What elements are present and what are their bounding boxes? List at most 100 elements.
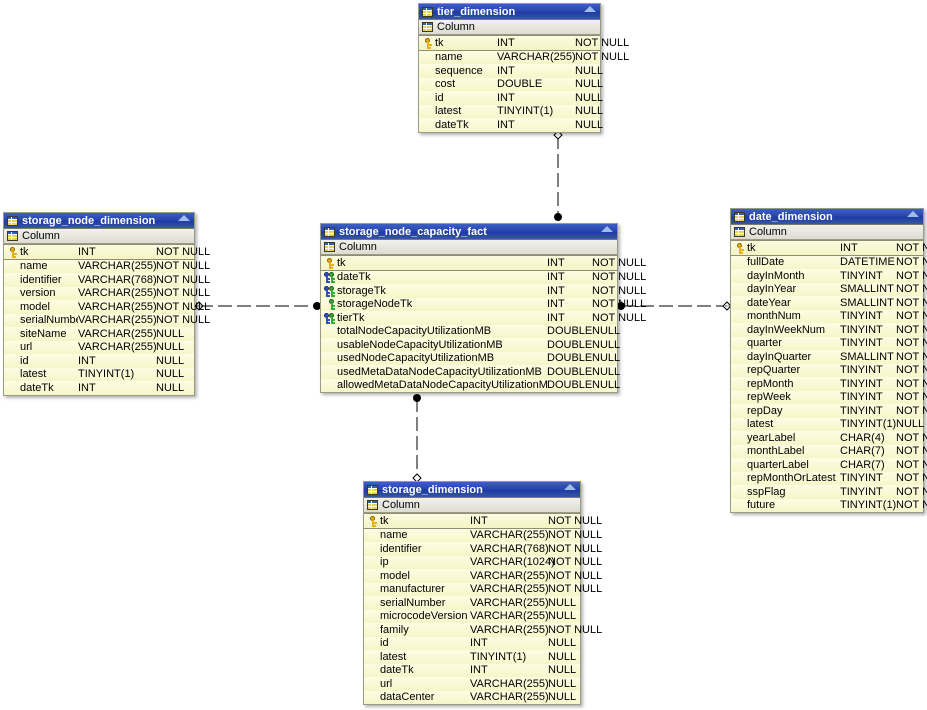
column-name: url [20,341,33,354]
entity-title-bar[interactable]: storage_node_capacity_fact [321,224,617,240]
resize-handle-date-dimension[interactable]: ⇔ [723,300,732,310]
column-nullability: NOT NULL [548,583,603,596]
column-type: INT [547,256,565,269]
column-nullability: NULL [592,325,621,338]
column-no-key-icon [733,459,746,471]
column-nullability: NOT NULL [592,284,647,297]
column-group-header[interactable]: Column [4,229,194,244]
entity-title-bar[interactable]: storage_node_dimension [4,213,194,229]
collapse-icon[interactable] [907,211,919,217]
column-group-header[interactable]: Column [321,240,617,255]
relationship-rel-fact-storage[interactable] [412,394,422,483]
column-no-key-icon [6,382,19,394]
column-type: TINYINT(1) [840,418,897,431]
column-no-key-icon [733,405,746,417]
column-group-header[interactable]: Column [731,225,923,240]
column-name: siteName [20,327,67,340]
relationship-rel-node-fact[interactable] [194,301,321,311]
entity-title-bar[interactable]: storage_dimension [364,482,580,498]
entity-title-bar[interactable]: date_dimension [731,209,923,225]
column-row[interactable]: allowedMetaDataNodeCapacityUtilizationMB… [321,378,620,392]
relationship-rel-tier-fact[interactable] [553,130,563,221]
foreign-key-icon [323,312,336,324]
column-group-header[interactable]: Column [364,498,580,513]
resize-handle-storage-node-dimension[interactable]: ⇔ [195,300,204,310]
collapse-icon[interactable] [584,6,596,12]
entity-title-bar[interactable]: tier_dimension [419,4,600,20]
column-group-header[interactable]: Column [419,20,600,35]
collapse-icon[interactable] [178,215,190,221]
collapse-icon[interactable] [564,484,576,490]
column-nullability: NOT NULL [896,445,927,458]
collapse-icon[interactable] [601,226,613,232]
